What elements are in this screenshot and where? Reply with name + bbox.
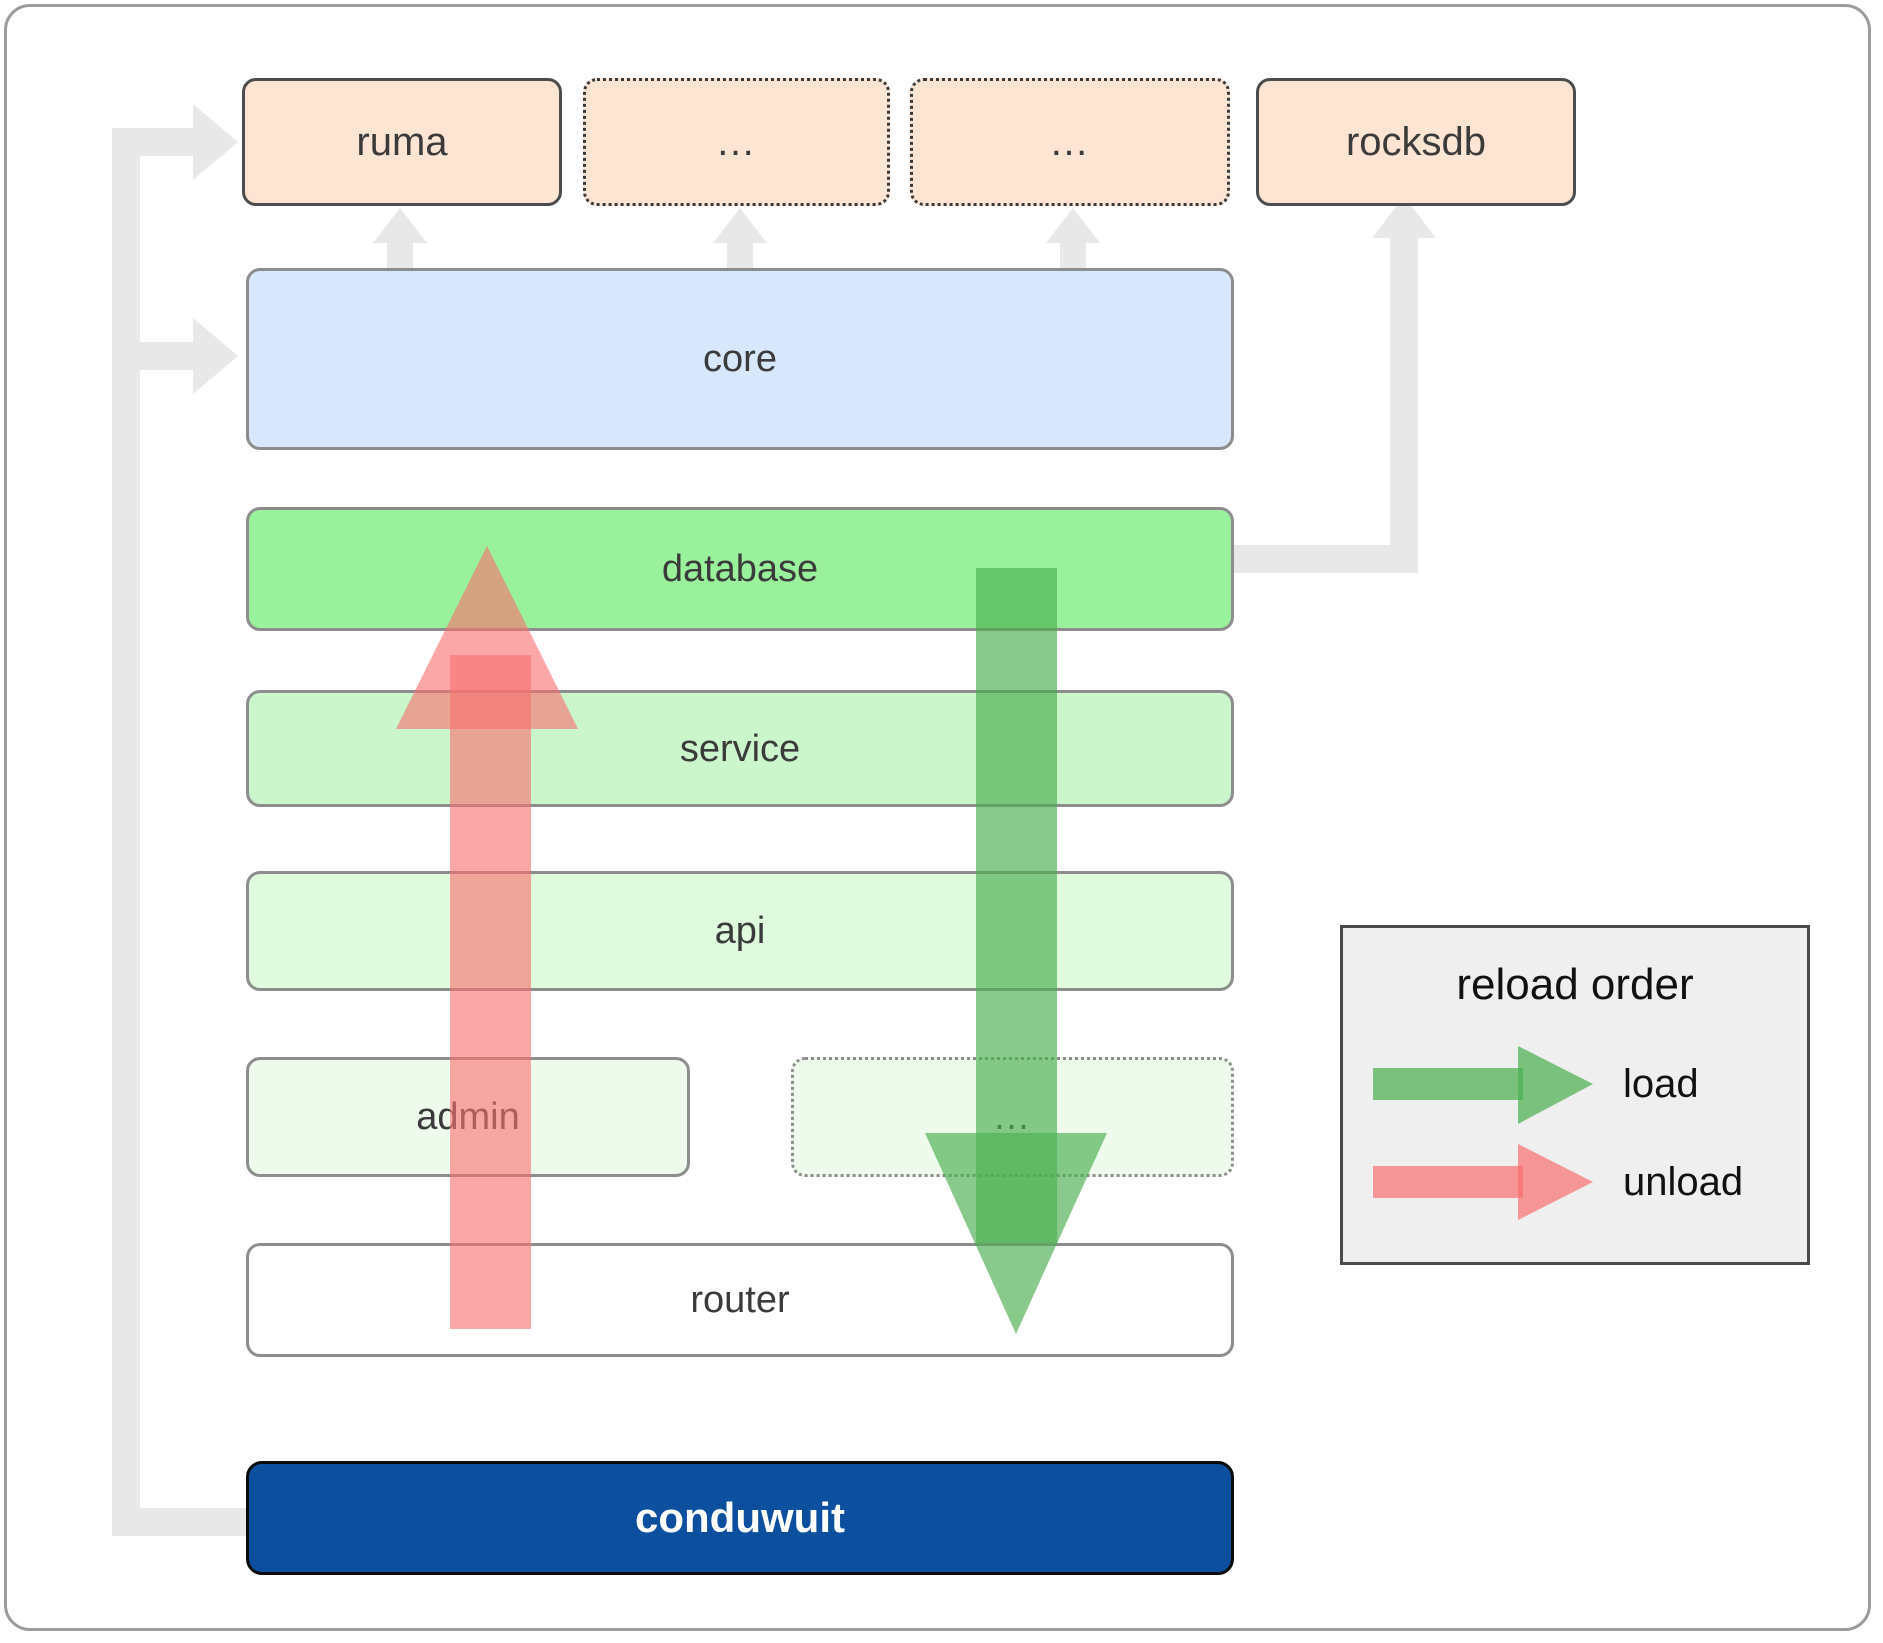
legend-panel: reload order load unload — [1340, 925, 1810, 1265]
dependency-label: ruma — [356, 120, 448, 164]
legend-unload-arrow — [1373, 1144, 1593, 1220]
layer-box-core[interactable]: core — [246, 268, 1234, 450]
dependency-box-rocksdb[interactable]: rocksdb — [1256, 78, 1576, 206]
layer-box-router[interactable]: router — [246, 1243, 1234, 1357]
layer-label: api — [714, 910, 766, 952]
dependency-label: rocksdb — [1345, 120, 1487, 164]
dependency-box-ruma[interactable]: ruma — [242, 78, 562, 206]
layer-label: admin — [416, 1096, 520, 1138]
dependency-box-ellipsis-2[interactable]: … — [910, 78, 1230, 206]
legend-label-unload: unload — [1623, 1160, 1744, 1204]
layer-box-admin[interactable]: admin — [246, 1057, 690, 1177]
layer-box-api[interactable]: api — [246, 871, 1234, 991]
dependency-box-ellipsis-1[interactable]: … — [583, 78, 890, 206]
dependency-label: … — [1049, 120, 1091, 164]
legend-load-arrow — [1373, 1046, 1593, 1124]
legend-title: reload order — [1456, 960, 1694, 1009]
binary-box-conduwuit[interactable]: conduwuit — [246, 1461, 1234, 1575]
layer-box-ellipsis[interactable]: … — [791, 1057, 1234, 1177]
legend-arrows — [1373, 1046, 1593, 1220]
layer-label: … — [992, 1096, 1033, 1138]
legend-label-load: load — [1623, 1062, 1699, 1106]
layer-label: router — [690, 1279, 790, 1321]
layer-box-database[interactable]: database — [246, 507, 1234, 631]
layer-label: service — [679, 727, 801, 770]
layer-label: core — [703, 338, 777, 380]
layer-box-service[interactable]: service — [246, 690, 1234, 807]
dependency-label: … — [715, 120, 758, 164]
diagram-frame — [4, 4, 1871, 1631]
layer-label: database — [661, 548, 819, 590]
binary-label: conduwuit — [635, 1494, 845, 1541]
